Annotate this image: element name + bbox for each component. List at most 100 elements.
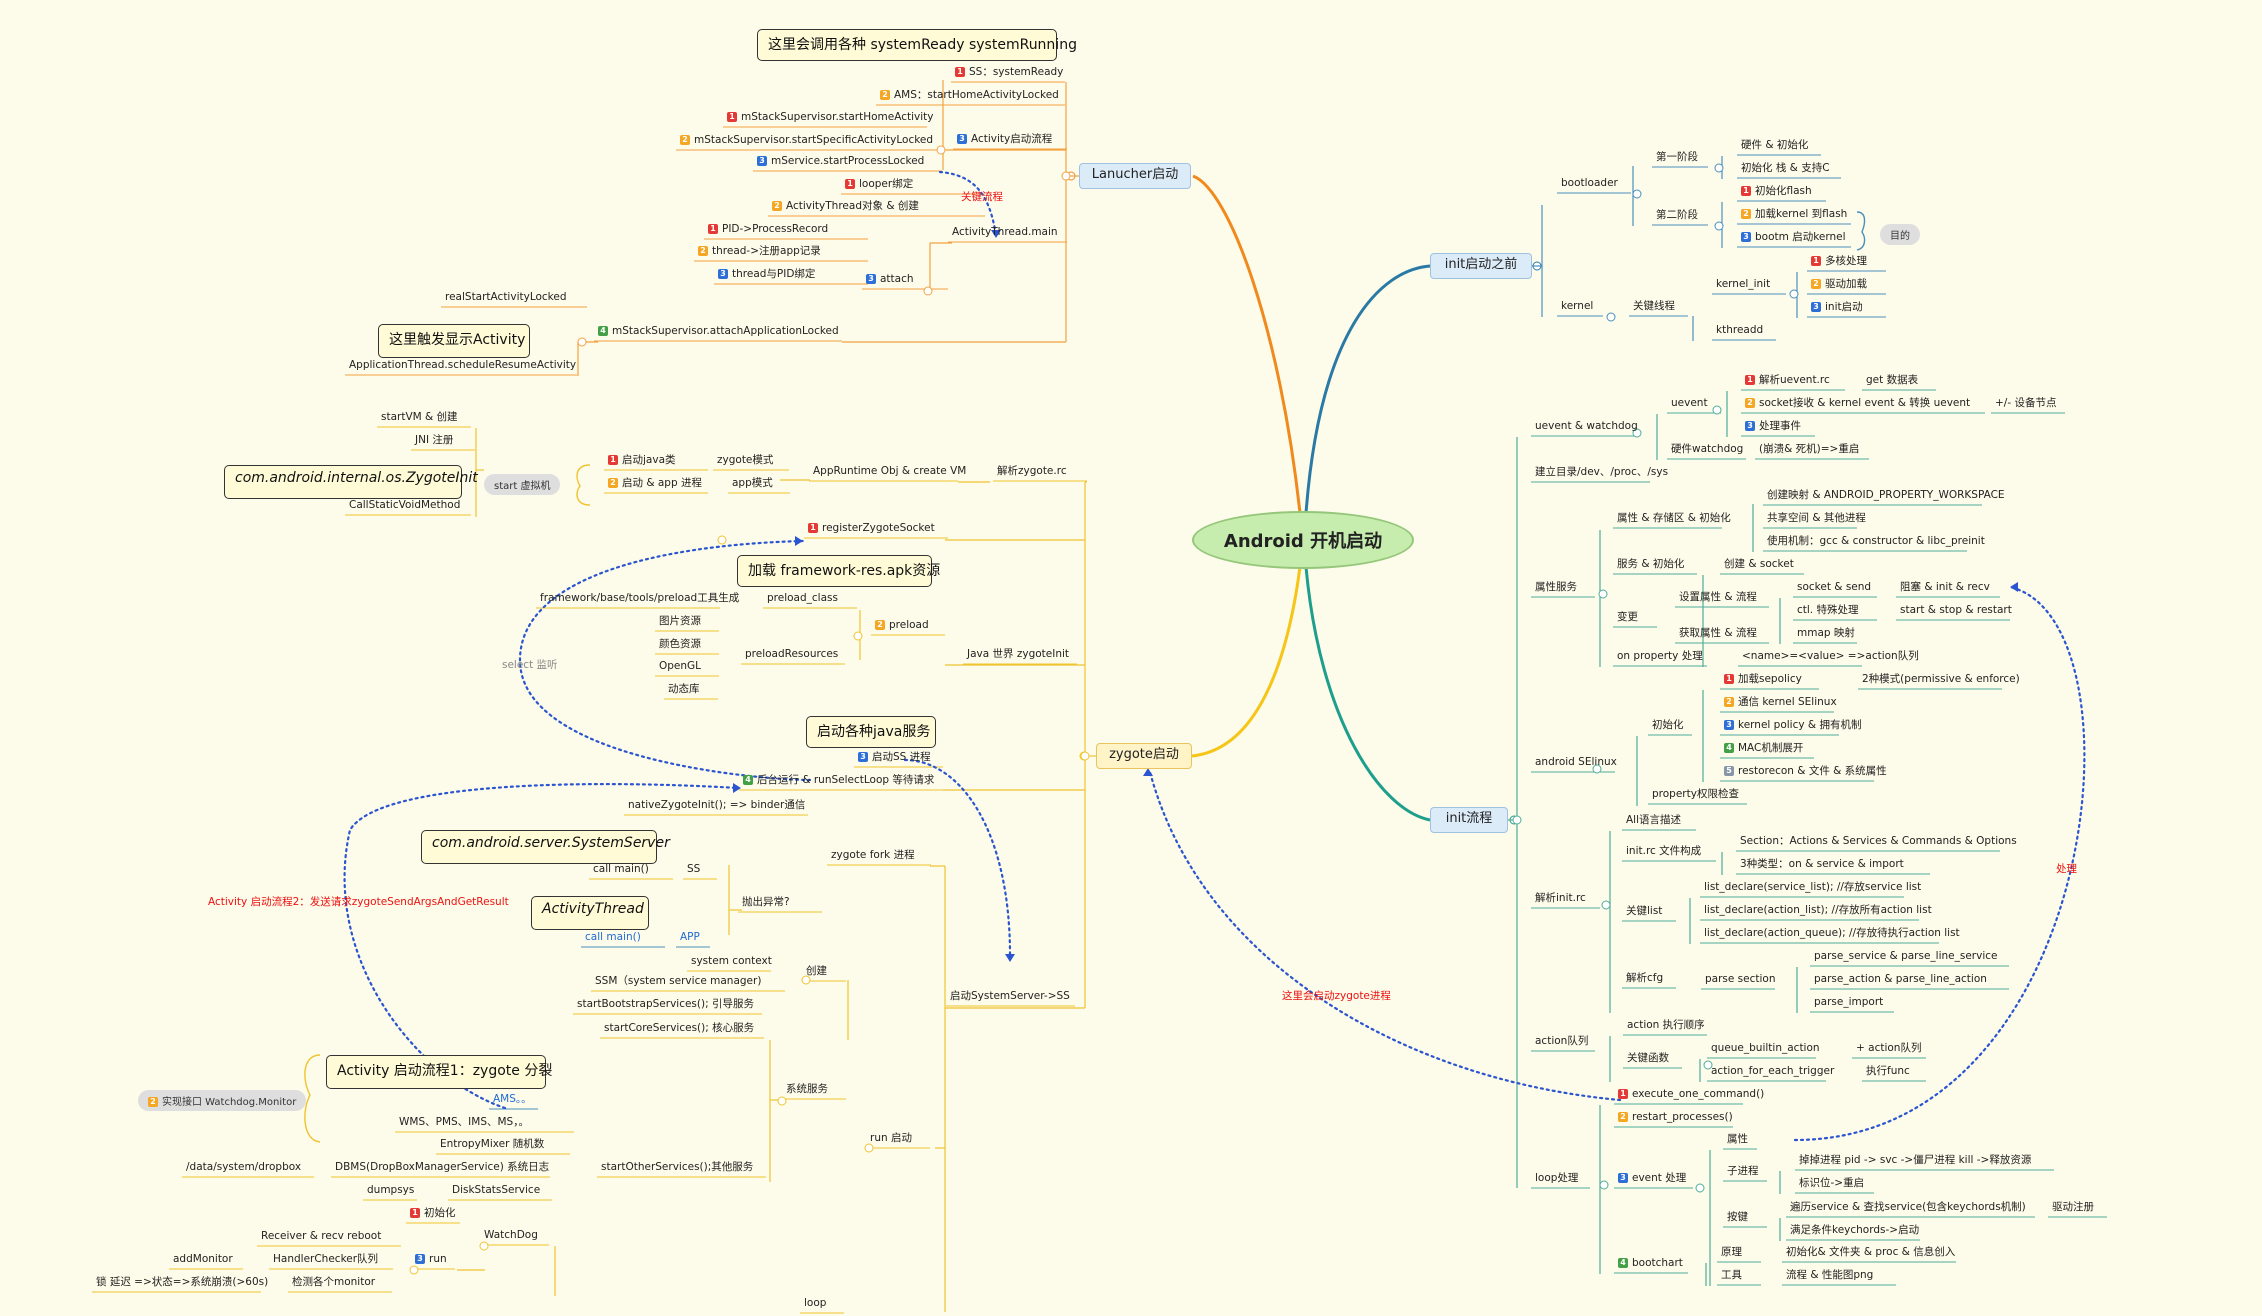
node-dropbox-path[interactable]: /data/system/dropbox xyxy=(186,1160,301,1174)
node-mmap[interactable]: mmap 映射 xyxy=(1797,626,1855,640)
node-other-svc[interactable]: startOtherServices();其他服务 xyxy=(601,1160,753,1174)
collapse-toggle-icon[interactable] xyxy=(1601,900,1611,910)
node-startvm[interactable]: startVM & 创建 xyxy=(381,410,458,424)
node-kernel[interactable]: kernel xyxy=(1561,299,1593,313)
node-prop[interactable]: 属性 xyxy=(1727,1132,1748,1146)
node-prop-svc[interactable]: 属性服务 xyxy=(1535,580,1577,594)
node-init-stack[interactable]: 初始化 栈 & 支持C xyxy=(1741,161,1830,175)
collapse-toggle-icon[interactable] xyxy=(777,1096,787,1106)
node-create-socket[interactable]: 创建 & socket xyxy=(1724,557,1794,571)
node-create[interactable]: 创建 xyxy=(806,964,827,978)
node-queue-builtin[interactable]: queue_builtin_action xyxy=(1711,1041,1820,1055)
branch-init-before[interactable]: init启动之前 xyxy=(1430,253,1532,279)
node-add-node[interactable]: +/- 设备节点 xyxy=(1995,396,2056,410)
node-keylist[interactable]: 关键list xyxy=(1626,904,1662,918)
node-call-main-app[interactable]: call main() xyxy=(585,930,641,944)
node-kthreadd[interactable]: kthreadd xyxy=(1716,323,1763,337)
node-mark-restart[interactable]: 标识位->重启 xyxy=(1799,1176,1864,1190)
node-shared[interactable]: 共享空间 & 其他进程 xyxy=(1767,511,1866,525)
node-start-ss-main[interactable]: 启动SystemServer->SS xyxy=(950,989,1070,1003)
node-key-func[interactable]: 关键函数 xyxy=(1627,1051,1669,1065)
node-get-data[interactable]: get 数据表 xyxy=(1866,373,1918,387)
collapse-toggle-icon[interactable] xyxy=(1080,751,1090,761)
node-sys-svc[interactable]: 系统服务 xyxy=(786,1082,828,1096)
node-create-map[interactable]: 创建映射 & ANDROID_PROPERTY_WORKSPACE xyxy=(1767,488,2005,502)
node-action-queue[interactable]: list_declare(action_queue); //存放待执行actio… xyxy=(1704,926,1960,940)
node-parse-import[interactable]: parse_import xyxy=(1814,995,1883,1009)
node-jni[interactable]: JNI 注册 xyxy=(415,433,453,447)
node-parse-initrc[interactable]: 解析init.rc xyxy=(1535,891,1586,905)
node-selinux[interactable]: android SElinux xyxy=(1535,755,1617,769)
collapse-toggle-icon[interactable] xyxy=(409,1265,419,1275)
branch-launcher[interactable]: Lanucher启动 xyxy=(1079,163,1191,189)
branch-zygote[interactable]: zygote启动 xyxy=(1096,743,1192,769)
node-loop[interactable]: loop xyxy=(804,1296,826,1310)
node-preload-res[interactable]: preloadResources xyxy=(745,647,838,661)
node-ctl[interactable]: ctl. 特殊处理 xyxy=(1797,603,1858,617)
node-initrc-struct[interactable]: init.rc 文件构成 xyxy=(1626,844,1701,858)
node-section[interactable]: Section：Actions & Services & Commands & … xyxy=(1740,834,2017,848)
node-dumpsys[interactable]: dumpsys xyxy=(367,1183,414,1197)
node-action-queue2[interactable]: action队列 xyxy=(1535,1034,1588,1048)
node-parse-rc[interactable]: 解析zygote.rc xyxy=(997,464,1067,478)
node-ams[interactable]: AMS。。 xyxy=(493,1092,532,1106)
node-props-share[interactable]: 属性 & 存储区 & 初始化 xyxy=(1617,511,1731,525)
node-opengl[interactable]: OpenGL xyxy=(659,659,701,673)
node-call-main-ss[interactable]: call main() xyxy=(593,862,649,876)
collapse-toggle-icon[interactable] xyxy=(577,337,587,347)
node-ssm[interactable]: SSM（system service manager) xyxy=(595,974,761,988)
node-flow-png[interactable]: 流程 & 性能图png xyxy=(1786,1268,1873,1282)
collapse-toggle-icon[interactable] xyxy=(1632,428,1642,438)
node-svc-init[interactable]: 服务 & 初始化 xyxy=(1617,557,1684,571)
collapse-toggle-icon[interactable] xyxy=(1695,1183,1705,1193)
node-loop-service[interactable]: 遍历service & 查找service(包含keychords机制) xyxy=(1790,1200,2026,1214)
node-preload-class[interactable]: preload_class xyxy=(767,591,838,605)
node-appruntime[interactable]: AppRuntime Obj & create VM xyxy=(813,464,966,478)
node-parse-service[interactable]: parse_service & parse_line_service xyxy=(1814,949,1997,963)
collapse-toggle-icon[interactable] xyxy=(1712,405,1722,415)
node-exec-func[interactable]: 执行func xyxy=(1866,1064,1910,1078)
node-throw[interactable]: 抛出异常? xyxy=(742,895,790,909)
node-stage1[interactable]: 第一阶段 xyxy=(1656,150,1698,164)
node-driver-reg[interactable]: 驱动注册 xyxy=(2052,1200,2094,1214)
node-action-list[interactable]: list_declare(action_list); //存放所有action … xyxy=(1704,903,1932,917)
node-name-value[interactable]: <name>=<value> =>action队列 xyxy=(1742,649,1919,663)
node-color[interactable]: 颜色资源 xyxy=(659,637,701,651)
node-plus-action[interactable]: + action队列 xyxy=(1856,1041,1921,1055)
node-stage2[interactable]: 第二阶段 xyxy=(1656,208,1698,222)
node-key[interactable]: 按键 xyxy=(1727,1210,1748,1224)
node-action-order[interactable]: action 执行顺序 xyxy=(1627,1018,1705,1032)
node-all-lang[interactable]: All语言描述 xyxy=(1626,813,1681,827)
node-mkdir[interactable]: 建立目录/dev、/proc、/sys xyxy=(1535,465,1668,479)
node-crash-restart[interactable]: (崩溃& 死机)=>重启 xyxy=(1759,442,1859,456)
root-node[interactable]: Android 开机启动 xyxy=(1192,511,1414,569)
node-action-trigger[interactable]: action_for_each_trigger xyxy=(1711,1064,1834,1078)
node-socket-send[interactable]: socket & send xyxy=(1797,580,1871,594)
collapse-toggle-icon[interactable] xyxy=(1703,1060,1713,1070)
node-img[interactable]: 图片资源 xyxy=(659,614,701,628)
node-lock[interactable]: 锁 延迟 =>状态=>系统崩溃(>60s) xyxy=(96,1275,268,1289)
